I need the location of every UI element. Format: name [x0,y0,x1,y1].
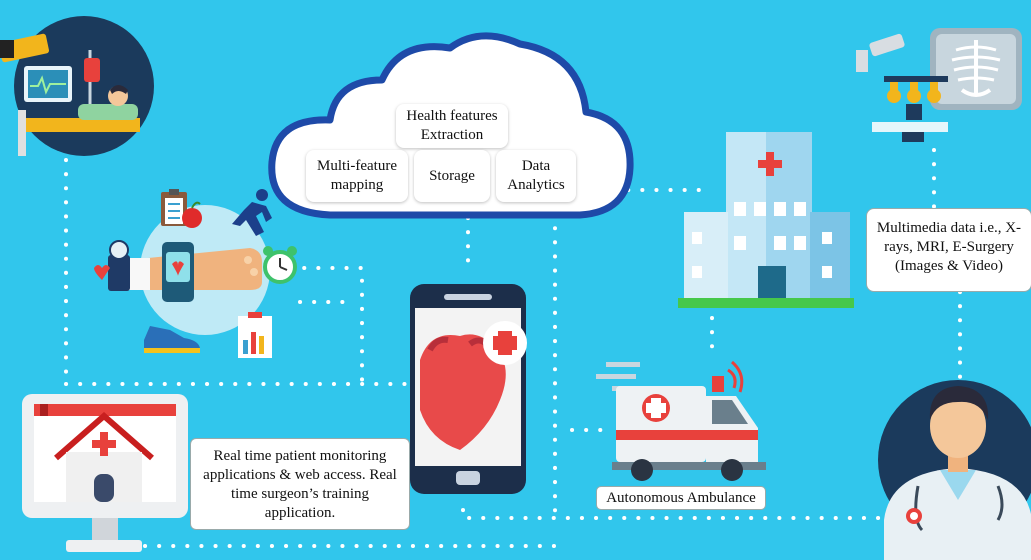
clipboard-icon [161,189,187,226]
dotted-connectors [64,148,962,548]
hospital-icon [678,132,854,308]
doctor-icon [878,380,1031,560]
connector-phone-bottom [461,508,907,520]
web-home-monitor-icon [22,394,188,552]
wearable-watch-icon [120,205,270,335]
ambulance-label: Autonomous Ambulance [596,486,766,510]
ambulance-icon [596,360,766,481]
sneaker-icon [144,326,200,353]
xray-icon [930,28,1022,110]
ambulance-text: Autonomous Ambulance [606,490,756,506]
multi-feature-text: Multi-feature mapping [317,158,397,193]
apple-icon [182,201,202,228]
multimedia-data-label: Multimedia data i.e., X-rays, MRI, E-Sur… [866,208,1031,292]
data-analytics-text: Data Analytics [507,158,565,193]
alarm-clock-icon [263,246,297,284]
data-analytics-box: Data Analytics [496,150,576,202]
storage-text: Storage [429,167,475,184]
runner-icon [232,189,272,236]
storage-box: Storage [414,150,490,202]
multi-feature-box: Multi-feature mapping [306,150,408,202]
monitoring-apps-label: Real time patient monitoring application… [190,438,410,530]
multimedia-data-text: Multimedia data i.e., X-rays, MRI, E-Sur… [876,220,1022,274]
report-chart-icon [238,312,272,358]
phone-cross-badge [483,321,527,365]
patient-bed-icon [0,16,154,156]
monitoring-apps-text: Real time patient monitoring application… [203,448,397,521]
health-features-label: Health features Extraction [396,104,508,148]
blood-pressure-icon [94,240,130,291]
health-features-text: Health features Extraction [406,108,498,143]
camera-icon [856,33,905,72]
surgical-light-icon [872,76,948,142]
connector-watch-right [274,266,364,386]
